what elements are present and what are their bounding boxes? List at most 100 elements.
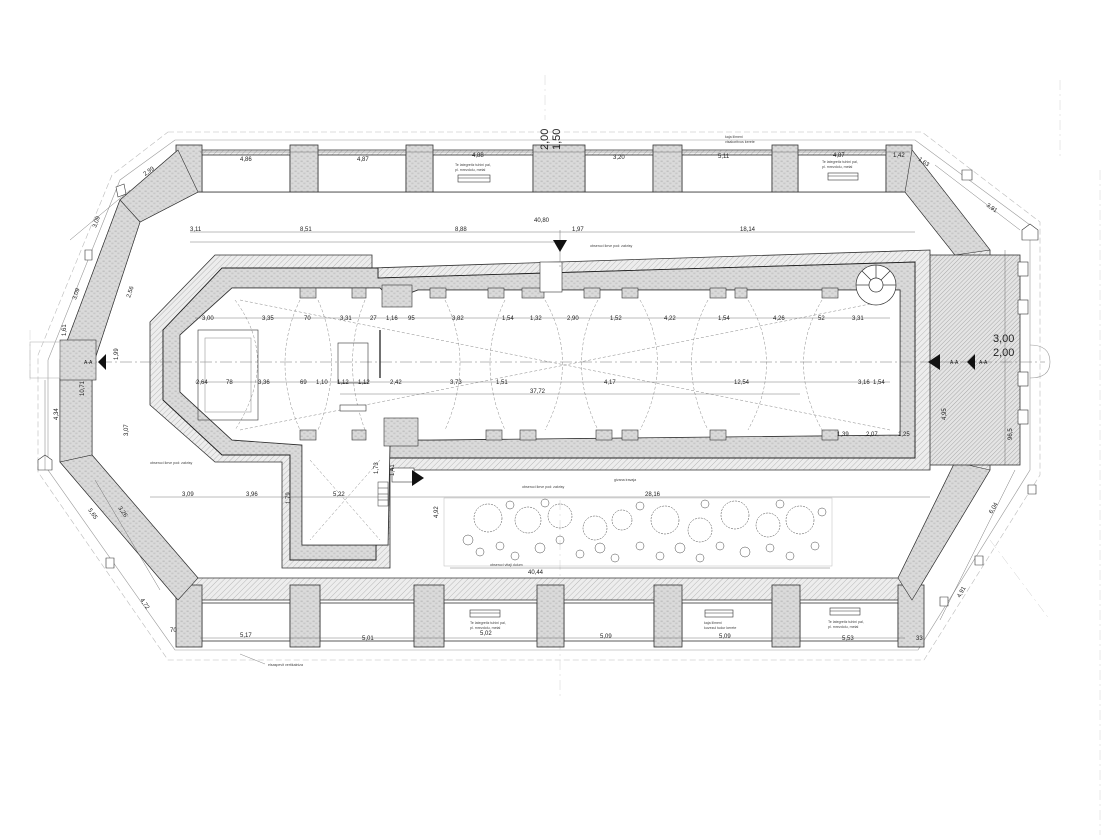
dim-stair-4: 1,73 [374, 462, 380, 474]
dim-nave-u-15: 4,26 [773, 316, 785, 322]
dim-misc-5: 40,80 [534, 218, 550, 224]
dim-top-1: 4,86 [240, 157, 252, 163]
dim-inner-1: 3,11 [190, 227, 202, 233]
altar-area [197, 329, 381, 421]
note-gallery-b3-1: Te lategretiz tuhini pal, [828, 620, 864, 624]
dim-bottom-1: 5,17 [240, 633, 252, 639]
dim-nave-u-8: 3,82 [452, 316, 464, 322]
section-arrow-right [928, 354, 940, 370]
dim-inner-4: 1,97 [572, 227, 584, 233]
dim-right-5: 4,95 [942, 408, 948, 420]
dim-lower-2: 3,96 [246, 492, 258, 498]
level-top-1: 1,50 [551, 129, 563, 150]
dim-lower-1: 3,09 [182, 492, 194, 498]
section-arrow-bottom-left [412, 470, 424, 486]
dim-left-3: 3,09 [72, 287, 82, 301]
benches [457, 172, 861, 618]
dim-left-4: 2,56 [126, 285, 136, 299]
dim-stair-2: 1,79 [286, 492, 292, 504]
dim-nave-l-12: 12,54 [734, 380, 750, 386]
dim-nave-l-4: 69 [300, 380, 307, 386]
note-gallery-tr-2: pl. mrezdolu, metal [822, 165, 853, 169]
dim-nave-u-9: 1,54 [502, 316, 514, 322]
dim-misc-2: 1,39 [837, 432, 849, 438]
section-label-right-a: A-A [950, 360, 959, 366]
dim-bottom-2: 5,01 [362, 636, 374, 642]
dim-lower-3: 5,22 [333, 492, 345, 498]
dim-nave-u-12: 1,52 [610, 316, 622, 322]
dim-left-7: 10,71 [80, 380, 86, 396]
dim-top-3: 4,88 [472, 153, 484, 159]
dim-nave-u-14: 1,54 [718, 316, 730, 322]
entrance-vestibule [927, 254, 1021, 466]
note-roof-line-3: obseruci ikrve pod: zakrisy [522, 485, 565, 489]
dim-bottom-3: 5,09 [600, 634, 612, 640]
dim-right-3: 6,04 [989, 501, 1000, 515]
vestibule-windows [1017, 261, 1029, 425]
note-gallery-tr-1: Te lategretiz tuhini pal, [822, 160, 858, 164]
level-top-2: 2,00 [539, 129, 551, 150]
note-gallery-b2-1: kaja lilmeni [704, 621, 722, 625]
section-label-left: A-A [84, 360, 93, 366]
dim-left-11: 5,65 [86, 508, 98, 522]
dim-nave-u-2: 3,35 [262, 316, 274, 322]
dim-nave-l-10: 1,51 [496, 380, 508, 386]
dim-right-6: 96,5 [1008, 428, 1014, 440]
dim-top-7: 1,42 [893, 153, 905, 159]
dim-stair-3: 4,92 [434, 506, 440, 518]
site-boundary [37, 131, 1041, 661]
dim-nave-l-6: 1,12 [337, 380, 349, 386]
gallery-bays [201, 154, 899, 642]
dim-misc-4: 1,25 [898, 432, 910, 438]
dim-nave-l-9: 3,73 [450, 380, 462, 386]
dim-misc-1: 1,54 [873, 380, 885, 386]
dimension-lines [44, 151, 1021, 639]
section-arrow-far-right [967, 354, 975, 370]
dim-nave-u-13: 4,22 [664, 316, 676, 322]
dim-nave-l-13: 3,16 [858, 380, 870, 386]
dim-nave-total: 37,72 [530, 389, 546, 395]
dim-bottom-4: 5,09 [719, 634, 731, 640]
dim-nave-l-1: 2,64 [196, 380, 208, 386]
section-arrows [98, 240, 975, 486]
dim-nave-u-5: 27 [370, 316, 377, 322]
dim-left-12: 4,72 [138, 598, 150, 612]
note-roof-line-2: obseruci ikrve pod: zakrisy [150, 461, 193, 465]
diagonal-walls [59, 149, 991, 601]
corner-markers [37, 169, 1039, 607]
dim-nave-u-3: 70 [304, 316, 311, 322]
note-garden: obseruci vitaji dulum [490, 563, 523, 567]
note-gallery-b1-1: Te lategretiz tuhini pal, [470, 621, 506, 625]
dim-top-2: 4,87 [357, 157, 369, 163]
dim-nave-l-8: 2,42 [390, 380, 402, 386]
note-gallery-b1-2: pl. mrezdolu, metal [470, 626, 501, 630]
dim-left-8: 3,07 [124, 424, 130, 436]
nave-pilasters [299, 261, 839, 447]
note-top-right-1: kaja lilmeni [725, 135, 743, 139]
dim-nave-u-7: 95 [408, 316, 415, 322]
section-arrow-left [98, 354, 106, 370]
dim-top-4: 3,20 [613, 155, 625, 161]
dim-nave-u-4: 3,31 [340, 316, 352, 322]
level-right-1: 3,00 [993, 333, 1014, 345]
dim-right-1: 1,63 [917, 157, 931, 169]
dim-lower-4: 28,16 [645, 492, 661, 498]
dim-garden: 40,44 [528, 570, 544, 576]
note-bottom-left: elsaspevit vertikalniza [268, 663, 303, 667]
dim-nave-l-7: 1,12 [358, 380, 370, 386]
dim-nave-u-10: 1,32 [530, 316, 542, 322]
section-label-right-b: A-A [979, 360, 988, 366]
note-pavement: givana iravaja [614, 478, 636, 482]
dim-nave-u-16: 52 [818, 316, 825, 322]
dim-inner-5: 18,14 [740, 227, 756, 233]
level-right-2: 2,00 [993, 347, 1014, 359]
note-gallery-b3-2: pl. mrezdolu, metal [828, 625, 859, 629]
courtyard-garden [443, 497, 833, 567]
dim-top-6: 4,87 [833, 153, 845, 159]
dim-bottom-7: 70 [170, 628, 177, 634]
dim-nave-l-3: 3,36 [258, 380, 270, 386]
west-porch-outline [29, 341, 61, 379]
section-arrow-top [553, 240, 567, 252]
dim-left-2: 3,09 [92, 215, 102, 229]
